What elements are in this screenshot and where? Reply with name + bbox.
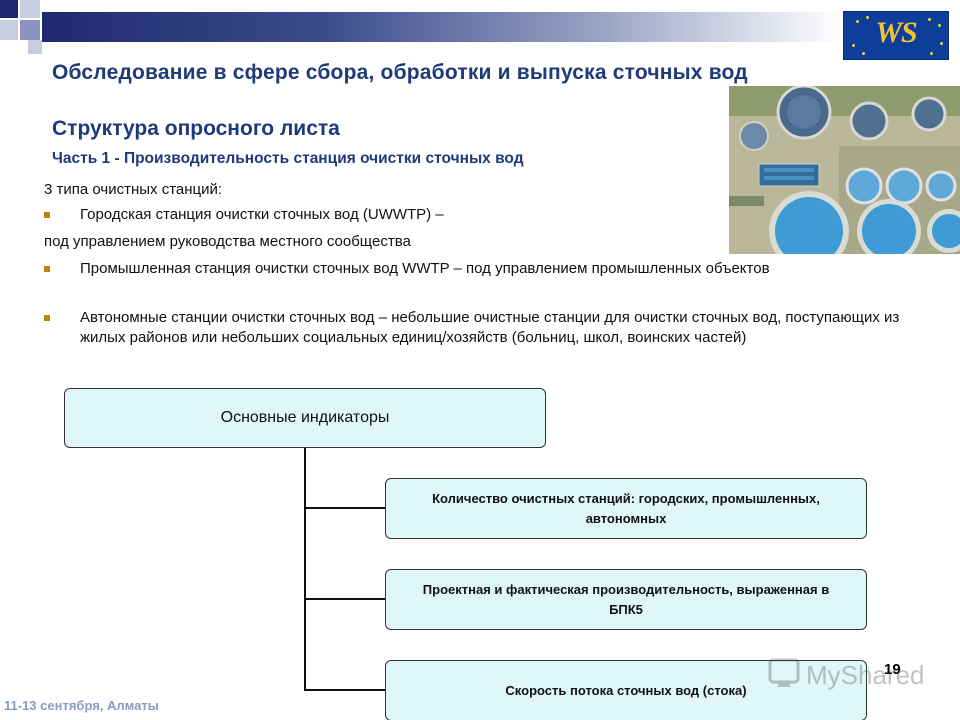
list-item-continuation: под управлением руководства местного соо… bbox=[44, 233, 411, 250]
indicator-box: Проектная и фактическая производительнос… bbox=[385, 569, 867, 630]
intro-text: 3 типа очистных станций: bbox=[44, 181, 223, 198]
decor-square bbox=[20, 0, 40, 18]
bullet-icon bbox=[44, 212, 50, 218]
part-label: - Производительность станция очистки сто… bbox=[114, 150, 524, 167]
treatment-plant-photo bbox=[729, 86, 960, 254]
connector-line bbox=[304, 448, 306, 691]
logo-text: WS bbox=[875, 16, 917, 49]
star-icon bbox=[862, 52, 865, 55]
connector-line bbox=[304, 507, 385, 509]
decor-square bbox=[0, 0, 18, 18]
page-number: 19 bbox=[884, 661, 901, 678]
star-icon bbox=[928, 18, 931, 21]
star-icon bbox=[852, 44, 855, 47]
logo: WS bbox=[843, 11, 949, 60]
subtitle: Структура опросного листа bbox=[52, 117, 340, 140]
watermark: MyShared bbox=[768, 654, 928, 694]
connector-line bbox=[304, 689, 385, 691]
page-title: Обследование в сфере сбора, обработки и … bbox=[52, 61, 748, 84]
decor-square bbox=[28, 40, 42, 54]
header-bar bbox=[42, 12, 842, 42]
star-icon bbox=[856, 20, 859, 23]
part-prefix: Часть 1 bbox=[52, 150, 115, 167]
indicator-box: Количество очистных станций: городских, … bbox=[385, 478, 867, 539]
list-item: Автономные станции очистки сточных вод –… bbox=[80, 309, 900, 346]
list-item: Городская станция очистки сточных вод (U… bbox=[80, 206, 444, 223]
decor-square bbox=[0, 20, 18, 40]
connector-line bbox=[304, 598, 385, 600]
footer-date: 11-13 сентября, Алматы bbox=[4, 698, 159, 713]
svg-text:MyShared: MyShared bbox=[806, 660, 925, 690]
star-icon bbox=[866, 16, 869, 19]
star-icon bbox=[930, 52, 933, 55]
list-item: Промышленная станция очистки сточных вод… bbox=[80, 260, 770, 277]
bullet-icon bbox=[44, 315, 50, 321]
decor-square bbox=[20, 20, 40, 40]
indicator-box: Скорость потока сточных вод (стока) bbox=[385, 660, 867, 720]
bullet-icon bbox=[44, 266, 50, 272]
star-icon bbox=[940, 42, 943, 45]
main-indicators-box: Основные индикаторы bbox=[64, 388, 546, 448]
star-icon bbox=[938, 24, 941, 27]
part-heading: Часть 1 - Производительность станция очи… bbox=[52, 150, 524, 168]
